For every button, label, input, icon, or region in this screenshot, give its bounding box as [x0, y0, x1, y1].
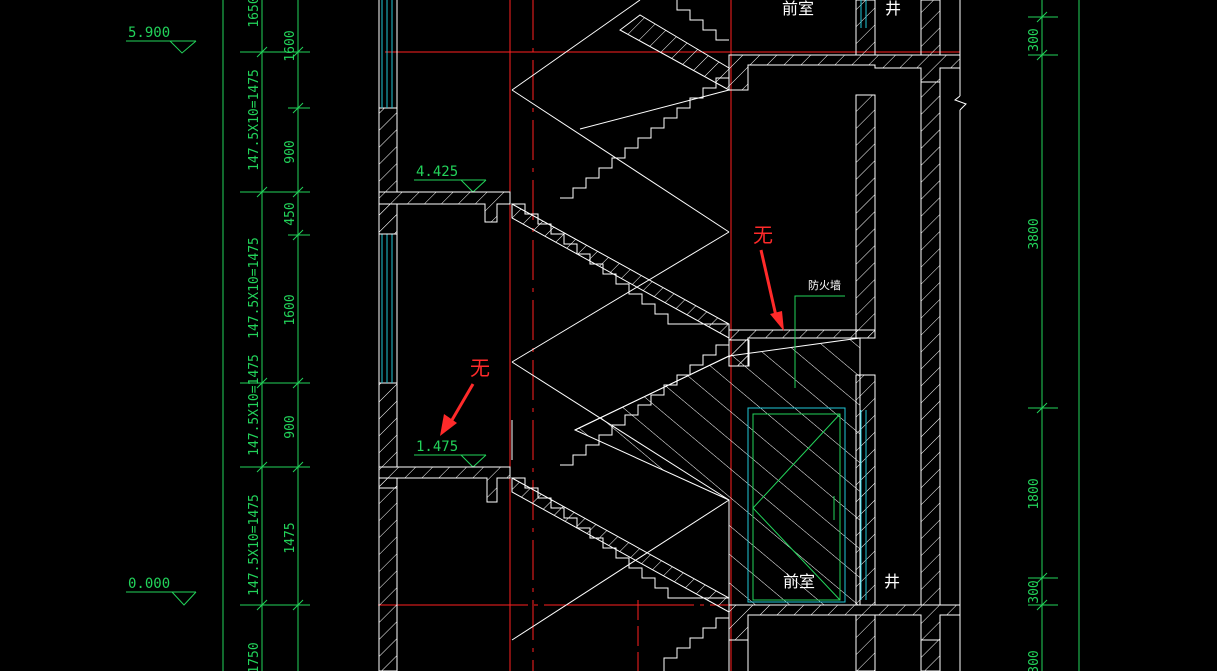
- right-dim-4: 300: [1027, 580, 1042, 603]
- stair-dim-1: 147.5X10=1475: [247, 69, 262, 171]
- left-exterior-wall: [378, 0, 398, 671]
- right-dim-5: 300: [1027, 650, 1042, 671]
- seg-dim-5: 1600: [283, 294, 298, 325]
- room-label-front-bottom: 前室: [783, 572, 815, 591]
- right-dimension-lines: [1028, 0, 1080, 671]
- left-segment-dimension-texts: 1650 1600 900 450 1600 900 1475: [247, 0, 298, 554]
- elevation-marker-top: 5.900: [126, 25, 197, 54]
- annotation-left: 无: [440, 356, 490, 436]
- right-dim-3: 1800: [1027, 478, 1042, 509]
- elevation-marker-base: 0.000: [126, 576, 197, 606]
- stair-flight-lines: [511, 0, 730, 671]
- stair-structure-hatch: [511, 14, 730, 613]
- left-stair-dimension-texts: 147.5X10=1475 147.5X10=1475 147.5X10=147…: [247, 69, 262, 671]
- stair-dim-5: 1750: [247, 642, 262, 671]
- room-label-shaft-top: 井: [885, 0, 901, 18]
- annotation-top: 无: [753, 223, 784, 331]
- room-label-shaft-bottom: 井: [884, 572, 900, 591]
- right-dim-1: 300: [1027, 28, 1042, 51]
- elevation-label: 0.000: [128, 576, 170, 592]
- fire-separation-zone: [573, 337, 861, 606]
- shaft-windows: [860, 0, 867, 600]
- seg-dim-6: 900: [283, 415, 298, 438]
- seg-dim-4: 450: [283, 202, 298, 225]
- elevation-label: 1.475: [416, 439, 458, 455]
- left-dimension-lines: [222, 0, 310, 671]
- seg-dim-3: 900: [283, 140, 298, 163]
- elevation-marker-mid: 4.425: [414, 164, 487, 193]
- seg-dim-1: 1650: [247, 0, 262, 28]
- stair-dim-2: 147.5X10=1475: [247, 237, 262, 339]
- door-frame: [747, 407, 846, 603]
- elevation-label: 5.900: [128, 25, 170, 41]
- seg-dim-2: 1600: [283, 30, 298, 61]
- window-middle: [378, 234, 398, 383]
- right-dimension-texts: 300 3800 1800 300 300: [1027, 28, 1042, 671]
- window-upper: [378, 0, 398, 108]
- landing-slab-low: [378, 466, 511, 503]
- annotation-top-text: 无: [753, 223, 773, 247]
- landing-slab-mid: [378, 191, 511, 235]
- annotation-left-text: 无: [470, 356, 490, 380]
- firewall-label: 防火墙: [808, 278, 841, 292]
- stair-dim-4: 147.5X10=1475: [247, 494, 262, 596]
- elevation-label: 4.425: [416, 164, 458, 180]
- seg-dim-7: 1475: [283, 522, 298, 553]
- room-labels: 前室 井 前室 井: [782, 0, 901, 591]
- elevation-marker-low: 1.475: [414, 439, 487, 468]
- stair-dim-3: 147.5X10=1475: [247, 354, 262, 456]
- firewall-callout: 防火墙: [794, 278, 845, 388]
- right-dim-2: 3800: [1027, 218, 1042, 249]
- room-label-front-top: 前室: [782, 0, 814, 18]
